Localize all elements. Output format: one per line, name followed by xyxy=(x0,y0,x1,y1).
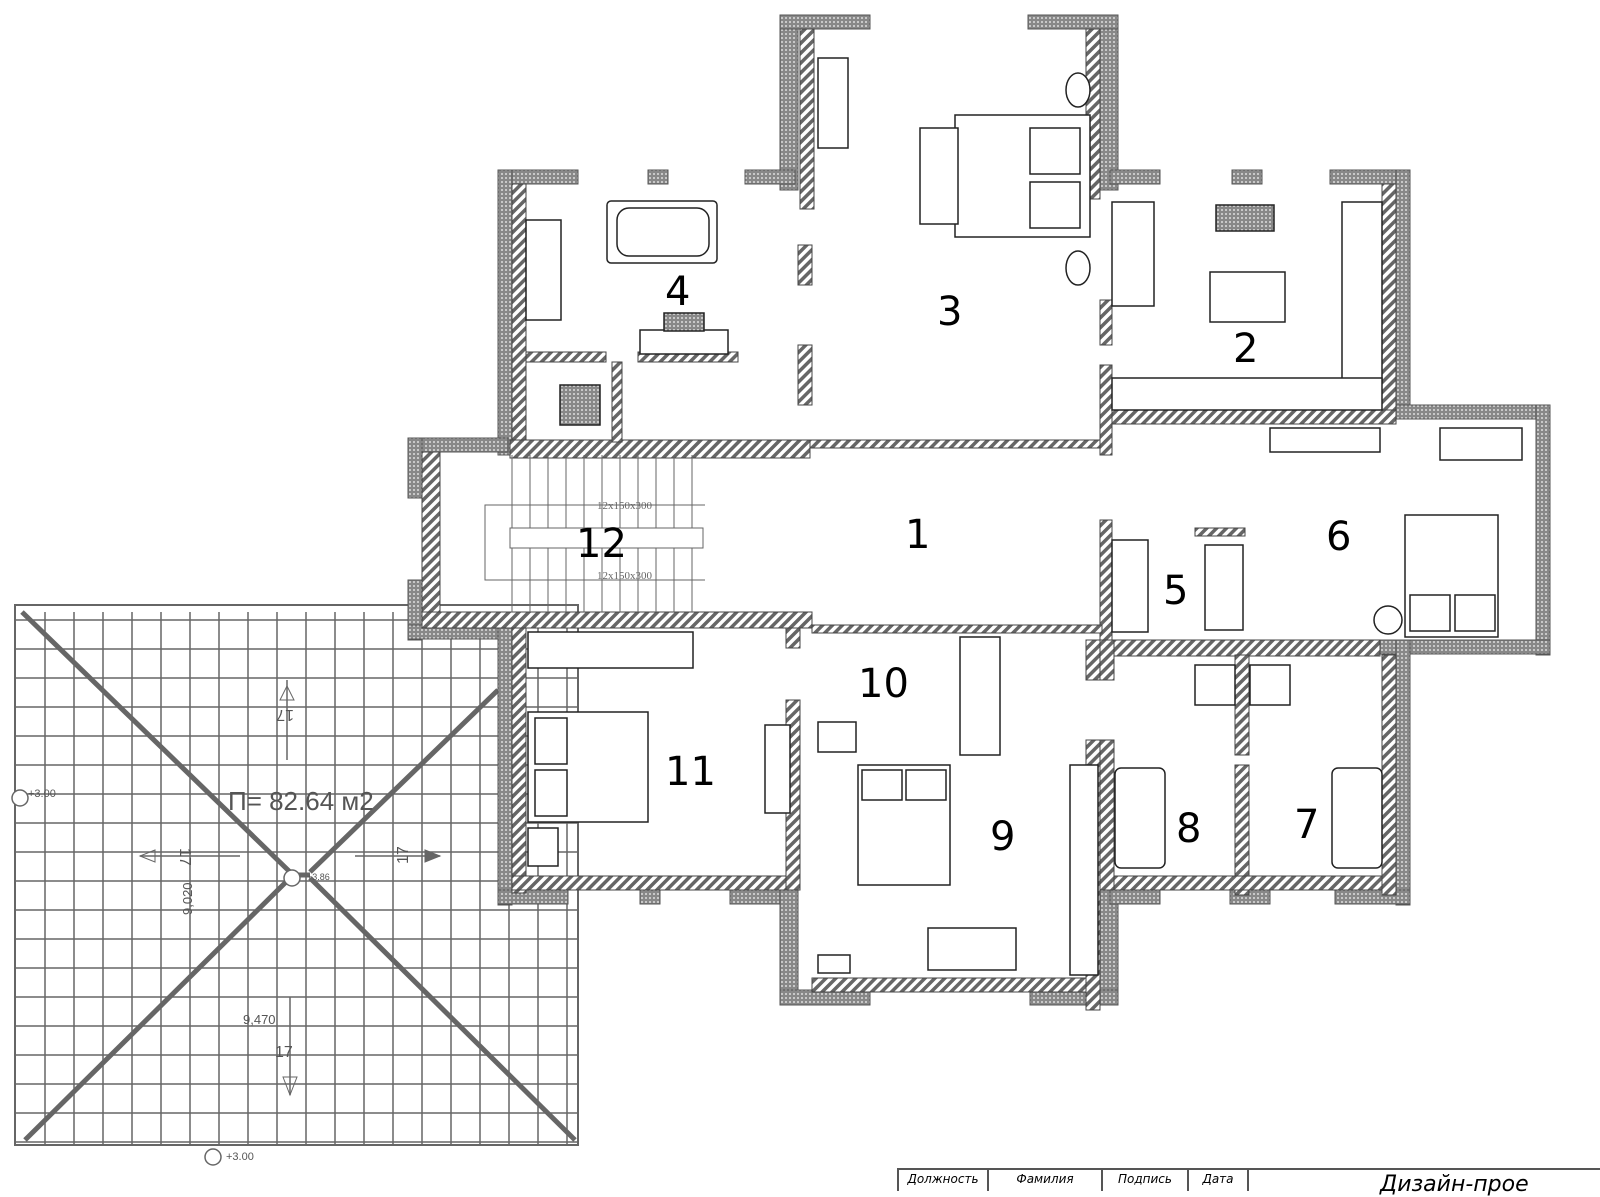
stair-flight-top-label: 12x150x300 xyxy=(597,500,653,512)
wardrobe-left xyxy=(1111,201,1155,307)
room-number-9: 9 xyxy=(990,814,1015,860)
room-number-6: 6 xyxy=(1326,514,1351,560)
room-number-3: 3 xyxy=(937,289,962,335)
exterior-walls xyxy=(407,14,1551,1006)
level-bottom-label: +3.00 xyxy=(226,1151,254,1163)
slope-up-label: 17 xyxy=(276,706,294,723)
title-block-header: Подпись xyxy=(1103,1170,1189,1191)
project-title: Дизайн-прое xyxy=(1380,1172,1529,1197)
desk-room-9 xyxy=(927,927,1017,971)
bathtub-room-8 xyxy=(1114,767,1166,869)
bench xyxy=(919,127,959,225)
room-number-4: 4 xyxy=(665,269,690,315)
room-number-1: 1 xyxy=(905,512,930,558)
level-marker-icon xyxy=(11,789,29,807)
stair-flight-bottom-label: 12x150x300 xyxy=(597,570,653,582)
slope-down-label: 17 xyxy=(275,1044,293,1061)
furniture xyxy=(525,57,1523,976)
room-number-12: 12 xyxy=(576,521,627,567)
title-block-header: Фамилия xyxy=(989,1170,1103,1191)
title-block-header: Должность xyxy=(899,1170,989,1191)
level-marker-icon xyxy=(204,1148,222,1166)
table-room-2 xyxy=(1209,271,1286,323)
title-block-header: Дата xyxy=(1189,1170,1249,1191)
room-number-10: 10 xyxy=(858,661,909,707)
room-labels: 1 2 3 4 5 6 7 8 9 10 11 12 xyxy=(576,269,1351,860)
slope-arrow-down-icon xyxy=(282,1076,298,1097)
wardrobe-bottom xyxy=(1111,377,1383,411)
dimension-b-label: 9,470 xyxy=(243,1012,276,1027)
dimension-a-label: 9,020 xyxy=(180,882,195,915)
slope-arrow-right-icon xyxy=(424,849,442,863)
room-number-11: 11 xyxy=(665,749,716,795)
slope-arrow-left-icon xyxy=(138,849,156,863)
level-marker-icon xyxy=(283,869,301,887)
slope-right-label: 17 xyxy=(395,846,412,864)
sink-counter xyxy=(639,329,729,355)
wardrobe-room-11 xyxy=(527,631,694,669)
slope-arrow-up-icon xyxy=(279,684,295,701)
interior-walls xyxy=(421,28,1397,1011)
room-number-5: 5 xyxy=(1163,568,1188,614)
roof-plan xyxy=(11,604,579,1166)
level-ridge-label: +3.86 xyxy=(307,872,330,882)
level-left-label: +3.00 xyxy=(28,788,56,800)
vanity xyxy=(525,219,562,321)
slope-left-label: 17 xyxy=(176,848,193,866)
room-number-8: 8 xyxy=(1176,806,1201,852)
wardrobe-right xyxy=(1341,201,1383,383)
desk-room-3 xyxy=(817,57,849,149)
title-block: Должность Фамилия Подпись Дата xyxy=(897,1168,1600,1191)
room-number-7: 7 xyxy=(1294,802,1319,848)
roof-area-label: П= 82.64 м2 xyxy=(228,786,374,816)
bathtub-room-7 xyxy=(1331,767,1383,869)
staircase xyxy=(484,455,705,612)
room-number-2: 2 xyxy=(1233,326,1258,372)
